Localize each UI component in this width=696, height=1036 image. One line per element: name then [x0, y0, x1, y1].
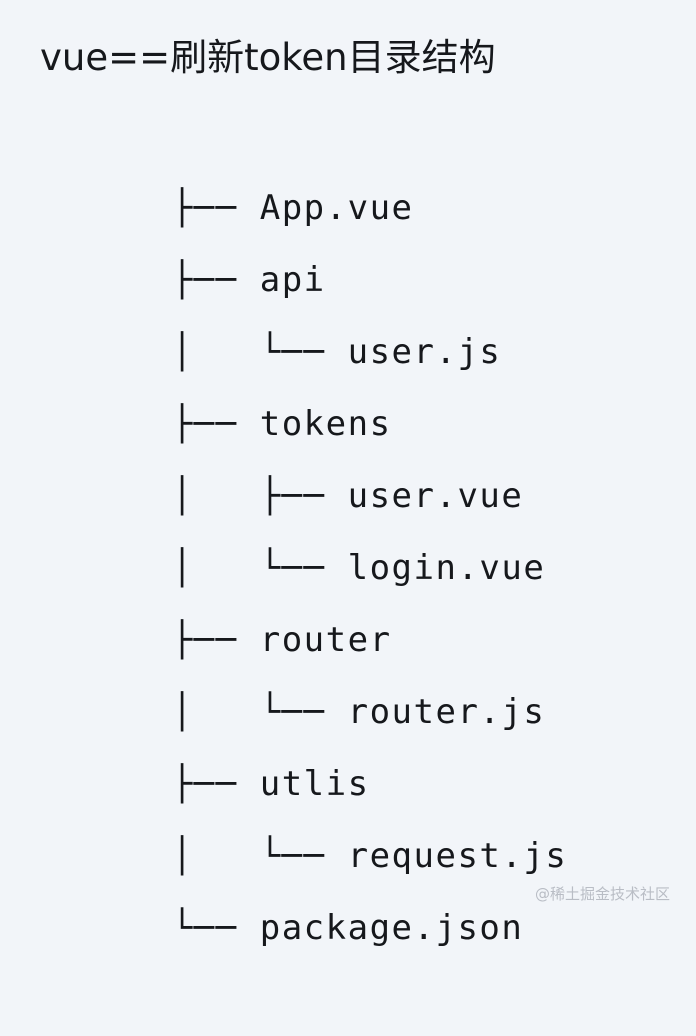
tree-node-label: utlis: [259, 764, 370, 804]
tree-row: │ ├── user.vue: [40, 388, 680, 516]
tree-node-label: App.vue: [259, 188, 414, 228]
tree-branch-glyph: ├──: [171, 260, 260, 300]
tree-node-label: router: [259, 620, 392, 660]
tree-branch-glyph: │ └──: [171, 692, 348, 732]
tree-row: ├── utlis: [40, 676, 680, 804]
tree-branch-glyph: └──: [171, 908, 260, 948]
tree-node-label: user.vue: [347, 476, 524, 516]
tree-row: ├── router: [40, 532, 680, 660]
tree-row: ├── api: [40, 172, 680, 300]
tree-branch-glyph: ├──: [171, 404, 260, 444]
tree-row: │ └── request.js: [40, 748, 680, 876]
tree-node-label: api: [259, 260, 326, 300]
tree-node-label: router.js: [347, 692, 546, 732]
tree-row: │ └── router.js: [40, 604, 680, 732]
tree-branch-glyph: │ ├──: [171, 476, 348, 516]
tree-branch-glyph: ├──: [171, 620, 260, 660]
screenshot-canvas: vue==刷新token目录结构 ├── App.vue ├── api │ └…: [40, 36, 680, 948]
directory-tree: ├── App.vue ├── api │ └── user.js ├── to…: [40, 100, 680, 948]
tree-node-label: login.vue: [347, 548, 546, 588]
tree-row: │ └── user.js: [40, 244, 680, 372]
tree-node-label: user.js: [347, 332, 502, 372]
tree-row: │ └── login.vue: [40, 460, 680, 588]
tree-branch-glyph: ├──: [171, 188, 260, 228]
tree-node-label: request.js: [347, 836, 568, 876]
tree-branch-glyph: │ └──: [171, 836, 348, 876]
tree-node-label: package.json: [259, 908, 524, 948]
tree-row: ├── tokens: [40, 316, 680, 444]
watermark: @稀土掘金技术社区: [534, 885, 670, 903]
tree-branch-glyph: │ └──: [171, 548, 348, 588]
tree-branch-glyph: ├──: [171, 764, 260, 804]
tree-node-label: tokens: [259, 404, 392, 444]
tree-branch-glyph: │ └──: [171, 332, 348, 372]
tree-row: ├── App.vue: [40, 100, 680, 228]
page-title: vue==刷新token目录结构: [40, 36, 496, 79]
